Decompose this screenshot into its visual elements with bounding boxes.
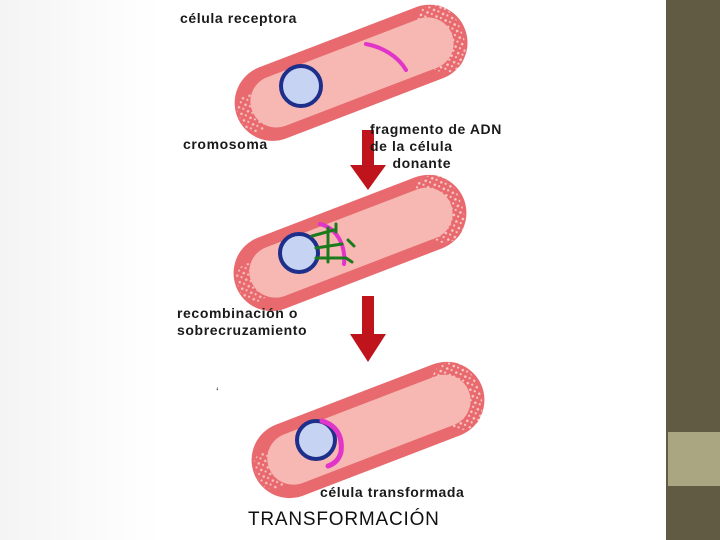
down-arrow-icon: [350, 130, 386, 190]
recombination-links-icon: [310, 222, 356, 264]
chromosome-ring-icon: [295, 419, 337, 461]
receptor-cell-label: célula receptora: [180, 10, 297, 26]
integrated-dna-fragment-icon: [319, 418, 344, 469]
dna-fragment-icon: [364, 42, 408, 72]
dna-fragment-label: fragmento de ADN de la célula donante: [370, 121, 502, 171]
diagram-title: TRANSFORMACIÓN: [248, 509, 440, 530]
stray-mark: ‘: [216, 385, 219, 399]
chromosome-ring-icon: [278, 232, 320, 274]
chromosome-label: cromosoma: [183, 136, 268, 152]
down-arrow-icon: [350, 296, 386, 362]
transformed-cell-label: célula transformada: [320, 484, 465, 500]
chromosome-ring-icon: [279, 64, 323, 108]
slide-sidebar-accent: [668, 432, 720, 486]
slide-background-shade: [0, 0, 160, 540]
recombination-label: recombinación o sobrecruzamiento: [177, 305, 308, 338]
